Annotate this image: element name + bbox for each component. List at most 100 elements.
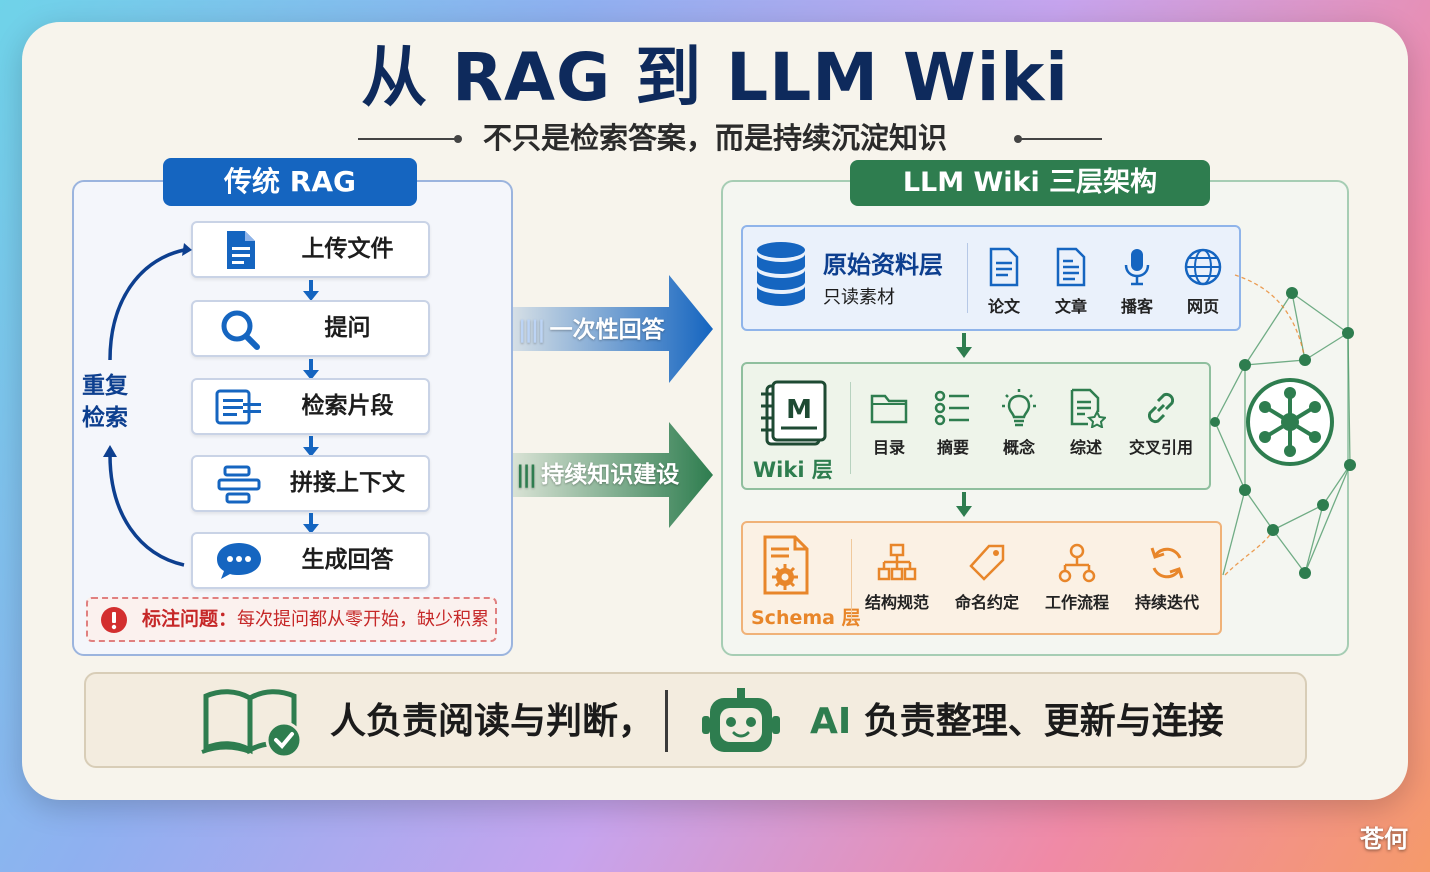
wiki-item-cross-reference: 交叉引用 (1121, 388, 1201, 458)
step-ask: 提问 (191, 300, 430, 357)
raw-item-label: 论文 (987, 297, 1020, 316)
ai-responsibility-text: AI 负责整理、更新与连接 (810, 674, 1224, 770)
document-star-icon (1070, 388, 1106, 428)
wiki-item-label: 摘要 (936, 438, 969, 457)
repeat-loop-arrow (103, 243, 192, 567)
subtitle-rule-right (1020, 138, 1102, 140)
raw-source-layer: 原始资料层 只读素材 论文 文章 播客 网页 (741, 225, 1241, 331)
wiki-divider (850, 382, 851, 474)
ai-prefix: AI (810, 701, 852, 742)
refresh-cycle-icon (1150, 547, 1184, 579)
raw-item-podcast: 播客 (1112, 247, 1162, 317)
wiki-item-label: 目录 (872, 438, 905, 457)
one-time-answer-label: |||| 一次性回答 (518, 310, 698, 350)
raw-layer-subtitle: 只读素材 (823, 287, 895, 308)
microphone-icon (1124, 249, 1150, 286)
raw-item-webpage: 网页 (1178, 247, 1228, 317)
traditional-rag-header: 传统 RAG (163, 158, 417, 206)
paper-icon (989, 247, 1019, 287)
wiki-item-label: 概念 (1002, 438, 1035, 457)
hierarchy-icon (877, 543, 917, 581)
workflow-icon (1058, 543, 1096, 583)
loop-label: 重复 检索 (82, 370, 138, 434)
step-label: 提问 (324, 315, 371, 341)
raw-item-label: 播客 (1120, 297, 1153, 316)
layer-arrow-1 (956, 333, 972, 358)
bottom-divider (665, 690, 668, 752)
down-arrow-4 (303, 513, 319, 534)
llm-wiki-header: LLM Wiki 三层架构 (850, 160, 1210, 206)
wiki-item-toc: 目录 (863, 388, 915, 458)
schema-item-naming: 命名约定 (947, 543, 1027, 613)
arrow-stripes-blue: |||| (518, 317, 550, 343)
step-concat-context: 拼接上下文 (191, 455, 430, 512)
continuous-knowledge-label: ||| 持续知识建设 (516, 455, 706, 495)
step-label: 检索片段 (301, 393, 394, 419)
ai-rest: 负责整理、更新与连接 (851, 701, 1224, 742)
wiki-item-label: 交叉引用 (1128, 438, 1193, 457)
schema-document-gear-icon (763, 535, 809, 595)
schema-item-label: 工作流程 (1044, 593, 1109, 612)
step-label: 上传文件 (301, 236, 394, 262)
step-upload-file: 上传文件 (191, 221, 430, 278)
issue-text: 标注问题：每次提问都从零开始，缺少积累 (142, 599, 489, 640)
schema-item-label: 持续迭代 (1134, 593, 1199, 612)
down-arrow-2 (303, 359, 319, 380)
layer-arrow-2 (956, 492, 972, 517)
document-icon (227, 231, 255, 269)
issue-label: 标注问题： (142, 608, 238, 630)
raw-item-label: 文章 (1054, 297, 1087, 316)
page-subtitle: 不只是检索答案，而是持续沉淀知识 (482, 121, 947, 155)
svg-text:M: M (786, 395, 812, 425)
step-label: 生成回答 (301, 547, 394, 573)
raw-layer-title: 原始资料层 (823, 251, 943, 279)
continuous-knowledge-arrow (513, 422, 713, 528)
wiki-item-summary: 摘要 (927, 388, 979, 458)
issue-description: 每次提问都从零开始，缺少积累 (237, 609, 490, 630)
article-icon (1056, 247, 1086, 287)
warning-icon (101, 607, 127, 633)
wiki-item-concept: 概念 (993, 388, 1045, 458)
open-book-check-icon (201, 689, 303, 758)
page-title: 从 RAG 到 LLM Wiki (361, 39, 1069, 116)
link-icon (1147, 392, 1175, 424)
lightbulb-icon (1002, 389, 1036, 427)
search-icon (221, 310, 260, 350)
subtitle-dot-left (454, 135, 462, 143)
wiki-item-overview: 综述 (1060, 388, 1112, 458)
bottom-banner: 人负责阅读与判断， AI 负责整理、更新与连接 (84, 672, 1307, 768)
schema-item-label: 命名约定 (954, 593, 1019, 612)
raw-item-paper: 论文 (979, 247, 1029, 317)
schema-layer-title: Schema 层 (751, 607, 861, 629)
wiki-layer-title: Wiki 层 (753, 458, 833, 482)
wiki-layer: M Wiki 层 目录 摘要 概念 综述 交叉引用 (741, 362, 1211, 490)
schema-item-structure: 结构规范 (857, 543, 937, 613)
schema-divider (851, 539, 852, 621)
arrow-top-text: 一次性回答 (549, 317, 665, 343)
loop-label-line-2: 检索 (82, 405, 128, 431)
step-label: 拼接上下文 (290, 470, 405, 496)
knowledge-network-graph (1210, 274, 1356, 579)
down-arrow-3 (303, 436, 319, 457)
issue-box: 标注问题：每次提问都从零开始，缺少积累 (86, 597, 497, 642)
schema-item-iteration: 持续迭代 (1127, 543, 1207, 613)
subtitle-dot-right (1014, 135, 1022, 143)
schema-item-label: 结构规范 (864, 593, 929, 612)
human-responsibility-text: 人负责阅读与判断， (330, 701, 655, 742)
watermark: 苍何 (1360, 825, 1408, 853)
down-arrow-1 (303, 280, 319, 301)
arrow-stripes-green: ||| (516, 462, 542, 488)
schema-item-workflow: 工作流程 (1037, 543, 1117, 613)
subtitle-rule-left (358, 138, 456, 140)
wiki-item-label: 综述 (1069, 438, 1102, 457)
chat-bubble-icon (217, 543, 261, 579)
schema-layer: Schema 层 结构规范 命名约定 工作流程 持续迭代 (741, 521, 1222, 635)
one-time-answer-arrow (513, 275, 713, 383)
raw-item-article: 文章 (1046, 247, 1096, 317)
arrow-bottom-text: 持续知识建设 (541, 462, 680, 488)
step-retrieve-chunks: 检索片段 (191, 378, 430, 435)
globe-icon (1184, 248, 1222, 286)
raw-divider (967, 243, 968, 313)
tag-icon (969, 544, 1005, 581)
concat-blocks-icon (217, 465, 261, 504)
